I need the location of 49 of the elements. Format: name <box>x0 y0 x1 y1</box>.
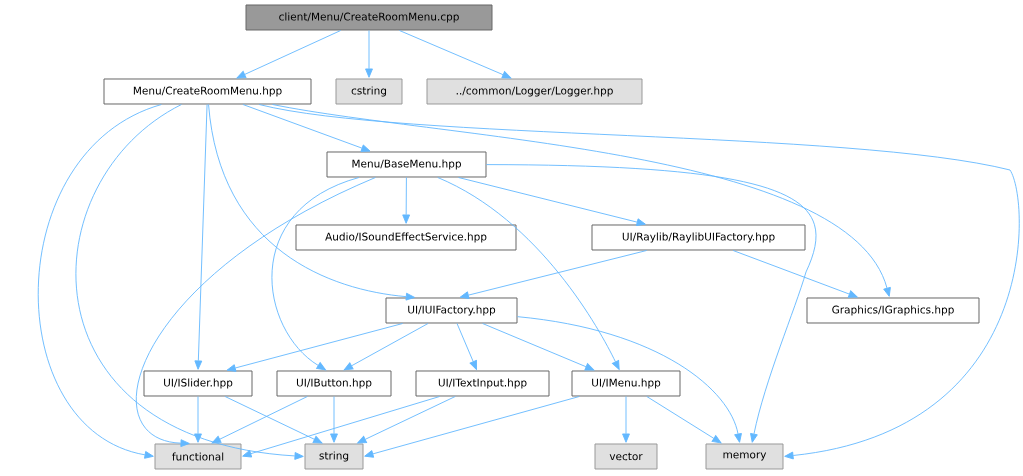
file-box: UI/IUIFactory.hpp <box>385 297 518 324</box>
arrow <box>458 177 646 226</box>
file-box: UI/IButton.hpp <box>276 370 392 397</box>
arrow <box>482 323 595 371</box>
arrow <box>236 30 342 79</box>
arrow <box>330 396 338 443</box>
arrow <box>226 323 404 372</box>
file-box: cstring <box>335 78 403 105</box>
arrow <box>646 396 722 444</box>
arrow <box>459 250 648 299</box>
file-box: string <box>304 443 364 470</box>
arrow <box>194 396 202 443</box>
arrow <box>365 30 373 78</box>
file-box: Menu/BaseMenu.hpp <box>326 151 487 178</box>
arrow <box>242 396 441 458</box>
arrow <box>486 164 817 443</box>
file-box: Graphics/IGraphics.hpp <box>806 297 980 324</box>
arrow <box>622 396 630 443</box>
file-box: UI/IMenu.hpp <box>571 370 681 397</box>
file-box: ../common/Logger/Logger.hpp <box>426 78 643 105</box>
file-box: UI/ITextInput.hpp <box>415 370 550 397</box>
arrow <box>456 323 477 370</box>
file-box: vector <box>594 443 658 470</box>
arrow <box>357 396 456 444</box>
file-box: functional <box>154 443 242 470</box>
file-box: memory <box>705 443 784 470</box>
arrow <box>343 323 429 371</box>
arrow <box>402 177 411 224</box>
arrow <box>732 250 858 298</box>
arrow <box>272 104 891 297</box>
arrow <box>271 177 360 371</box>
file-box: client/Menu/CreateRoomMenu.cpp <box>245 4 493 31</box>
arrow <box>211 396 308 444</box>
file-box: UI/Raylib/RaylibUIFactory.hpp <box>591 224 806 251</box>
arrow <box>258 104 1020 460</box>
arrow <box>437 177 620 370</box>
arrow <box>242 104 371 152</box>
arrow <box>399 30 512 79</box>
file-box: Audio/ISoundEffectService.hpp <box>295 224 517 251</box>
arrow <box>37 104 162 459</box>
arrow <box>135 177 376 448</box>
arrow <box>224 396 323 444</box>
arrow <box>208 104 415 301</box>
arrow <box>364 396 580 458</box>
file-box: Menu/CreateRoomMenu.hpp <box>103 78 312 105</box>
arrow <box>517 316 742 443</box>
arrow <box>75 104 304 460</box>
arrow <box>194 104 208 370</box>
file-box: UI/ISlider.hpp <box>143 370 253 397</box>
